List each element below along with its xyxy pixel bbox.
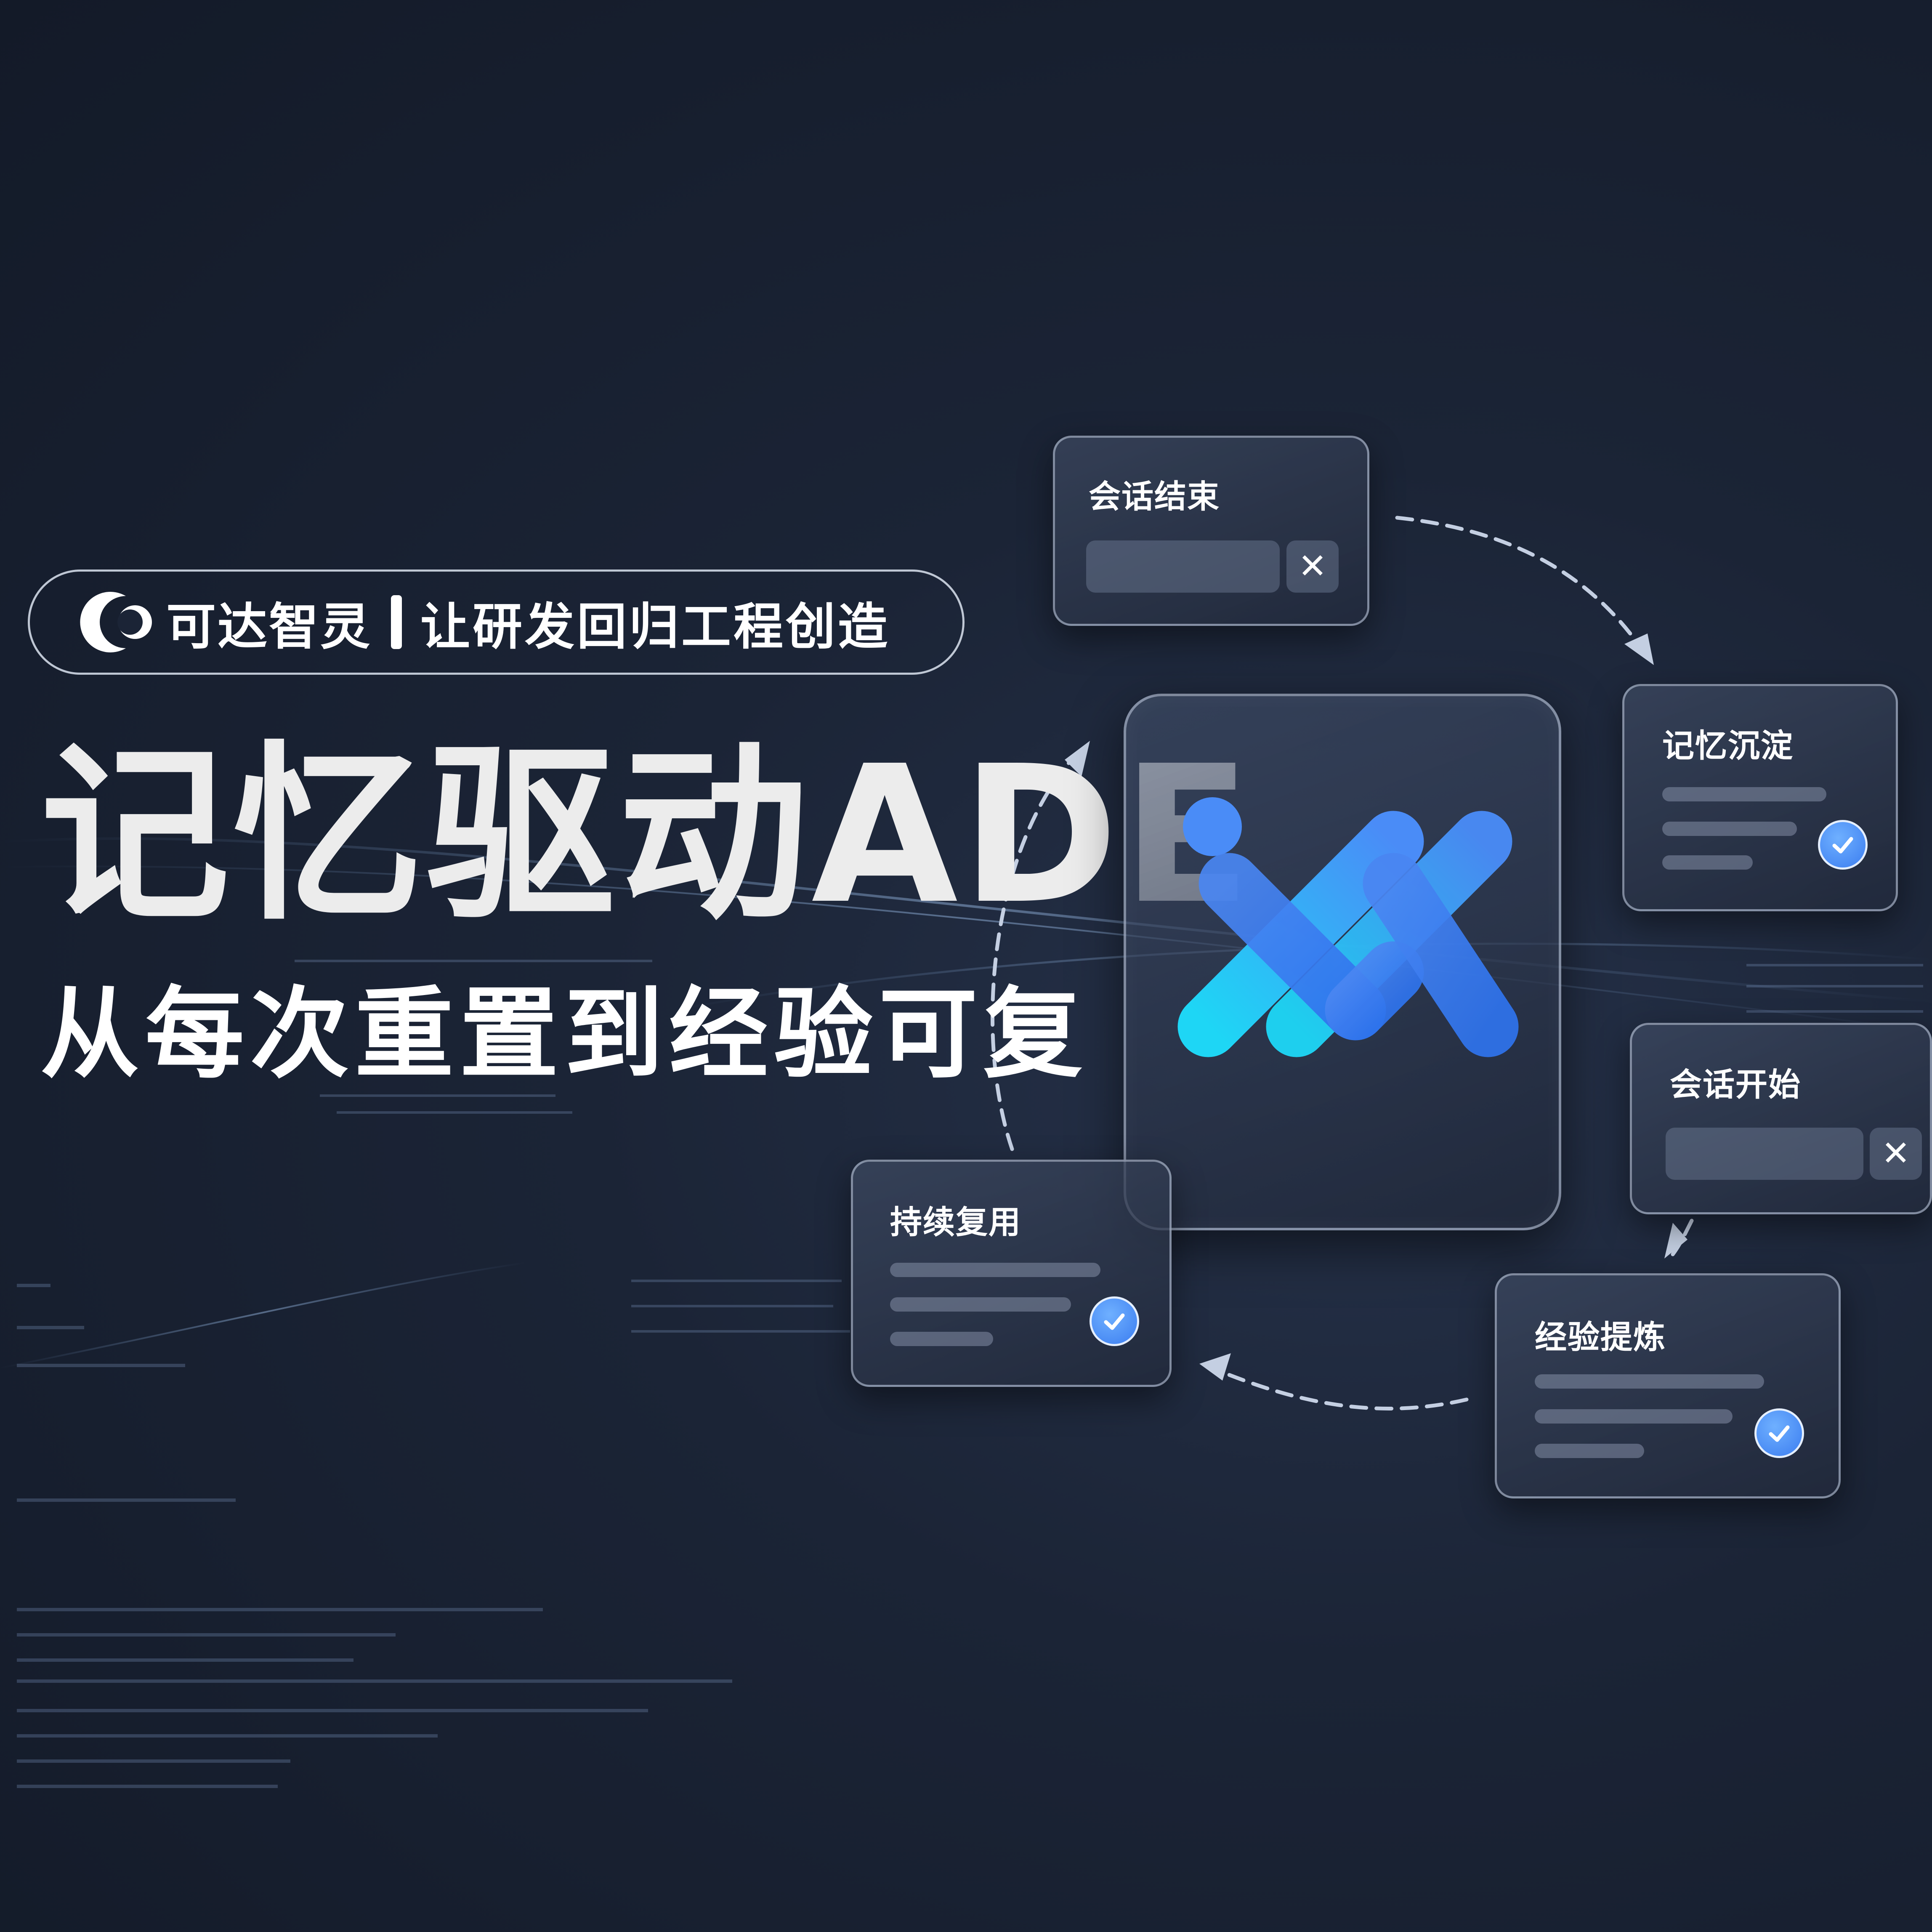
placeholder-line — [1662, 822, 1797, 836]
card-title: 记忆沉淀 — [1662, 727, 1794, 764]
placeholder-line — [1662, 855, 1753, 870]
check-icon — [1090, 1296, 1139, 1346]
brand-slogan: 让研发回归工程创造 — [420, 597, 890, 656]
card-title: 经验提炼 — [1535, 1318, 1666, 1356]
card-experience-refine: 经验提炼 — [1495, 1273, 1841, 1498]
card-title: 持续复用 — [890, 1203, 1021, 1241]
card-session-start: 会话开始 ✕ — [1630, 1023, 1932, 1214]
close-icon[interactable]: ✕ — [1286, 540, 1339, 593]
session-start-field[interactable] — [1666, 1128, 1863, 1180]
brand-name: 可达智灵 — [166, 597, 372, 656]
pill-divider — [391, 595, 402, 649]
placeholder-line — [1535, 1374, 1764, 1389]
check-icon — [1818, 820, 1868, 870]
sub-title: 从每次重置到经验可复 — [40, 977, 1088, 1092]
ade-logo-icon — [1177, 797, 1519, 1057]
card-memory-settle: 记忆沉淀 — [1622, 684, 1898, 911]
card-title: 会话结束 — [1089, 478, 1220, 515]
center-logo-card — [1124, 694, 1561, 1230]
placeholder-line — [1535, 1444, 1644, 1458]
placeholder-line — [890, 1332, 993, 1346]
placeholder-line — [1662, 787, 1826, 801]
placeholder-line — [890, 1297, 1071, 1312]
placeholder-line — [1535, 1409, 1733, 1424]
main-title: 记忆驱动ADE — [40, 725, 1255, 946]
close-icon[interactable]: ✕ — [1870, 1128, 1922, 1180]
brand-pill: 可达智灵 让研发回归工程创造 — [28, 569, 965, 675]
placeholder-line — [890, 1263, 1100, 1277]
check-icon — [1754, 1408, 1804, 1458]
card-session-end: 会话结束 ✕ — [1053, 436, 1369, 626]
card-title: 会话开始 — [1670, 1066, 1801, 1103]
brand-c-logo-icon — [80, 592, 152, 652]
card-continuous-reuse: 持续复用 — [851, 1160, 1172, 1387]
session-end-field[interactable] — [1086, 540, 1280, 593]
